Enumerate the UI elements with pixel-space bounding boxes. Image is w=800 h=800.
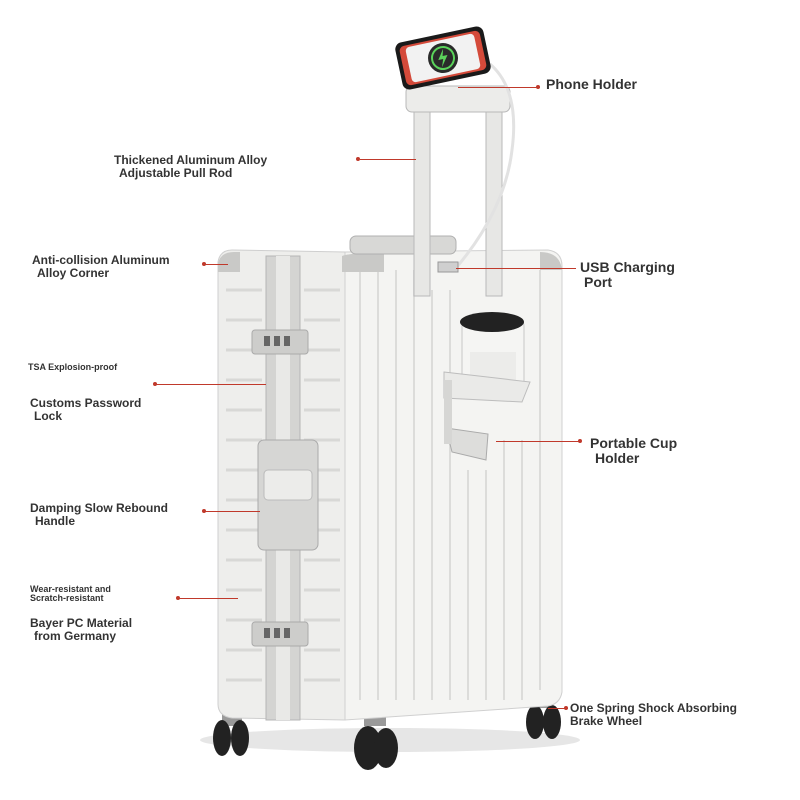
label-cup-holder: Portable Cup Holder xyxy=(590,436,677,465)
tsa-line-1: Customs Password xyxy=(30,396,142,410)
tsa-small-text: TSA Explosion-proof xyxy=(28,362,118,372)
pc-line-2: from Germany xyxy=(34,628,117,643)
cup-line-1: Portable Cup xyxy=(590,435,678,451)
cup-line-2: Holder xyxy=(595,449,640,466)
handle-line-2: Handle xyxy=(35,513,76,528)
pull-rod-line-1: Thickened Aluminum Alloy xyxy=(114,153,268,167)
pc-line-1: Bayer PC Material xyxy=(30,616,133,630)
side-handle xyxy=(257,439,319,551)
label-phone-holder: Phone Holder xyxy=(546,77,637,92)
tsa-lock-bottom xyxy=(251,621,309,647)
wheel-front-middle xyxy=(354,712,398,770)
cup-holder xyxy=(443,312,531,461)
label-pc-small: Wear-resistant and Scratch-resistant xyxy=(30,584,111,604)
label-pc-material: Bayer PC Material from Germany xyxy=(30,617,132,642)
handle-line-1: Damping Slow Rebound xyxy=(30,501,168,515)
charging-bolt-icon xyxy=(438,48,448,68)
corner-line-2: Alloy Corner xyxy=(37,265,110,280)
label-pull-rod: Thickened Aluminum Alloy Adjustable Pull… xyxy=(114,154,267,179)
usb-port xyxy=(437,261,459,273)
phone-holder-text: Phone Holder xyxy=(546,76,638,92)
tsa-line-2: Lock xyxy=(34,408,63,423)
corner-top-right xyxy=(540,252,562,270)
corner-top-left xyxy=(218,252,240,272)
top-handle xyxy=(349,235,457,255)
label-wheel: One Spring Shock Absorbing Brake Wheel xyxy=(570,702,737,727)
label-usb: USB Charging Port xyxy=(580,260,675,289)
corner-line-1: Anti-collision Aluminum xyxy=(32,253,170,267)
pull-rod xyxy=(405,85,511,297)
usb-cable xyxy=(454,62,516,269)
phone xyxy=(395,26,491,90)
tsa-lock-top xyxy=(251,329,309,355)
usb-line-2: Port xyxy=(584,273,612,290)
wheel-line-2: Brake Wheel xyxy=(570,713,643,728)
usb-line-1: USB Charging xyxy=(580,259,675,275)
label-corner: Anti-collision Aluminum Alloy Corner xyxy=(32,254,170,279)
pc-small-line-1: Wear-resistant and xyxy=(30,584,111,594)
label-handle: Damping Slow Rebound Handle xyxy=(30,502,168,527)
pull-rod-line-2: Adjustable Pull Rod xyxy=(119,165,233,180)
pc-small-line-2: Scratch-resistant xyxy=(30,593,104,604)
wheel-line-1: One Spring Shock Absorbing xyxy=(570,701,737,715)
label-tsa-small: TSA Explosion-proof xyxy=(28,362,118,372)
label-tsa-lock: Customs Password Lock xyxy=(30,397,141,422)
corner-top-mid xyxy=(342,253,384,272)
